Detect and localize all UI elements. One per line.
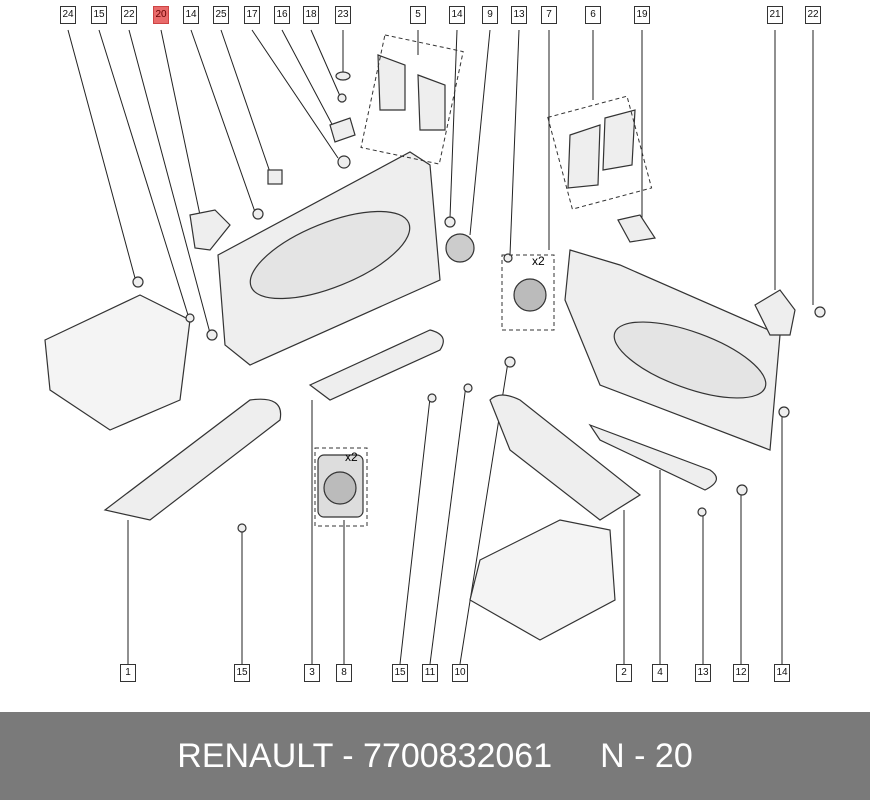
callout-13b: 13 (695, 664, 711, 682)
callout-12: 12 (733, 664, 749, 682)
callout-24: 24 (60, 6, 76, 24)
callout-6: 6 (585, 6, 601, 24)
callout-8: 8 (336, 664, 352, 682)
footer-bar: RENAULT - 7700832061 N - 20 (0, 712, 870, 800)
callout-15: 15 (91, 6, 107, 24)
callout-3: 3 (304, 664, 320, 682)
callout-5: 5 (410, 6, 426, 24)
callout-19: 19 (634, 6, 650, 24)
callout-1: 1 (120, 664, 136, 682)
callout-2: 2 (616, 664, 632, 682)
callout-17: 17 (244, 6, 260, 24)
callout-10: 10 (452, 664, 468, 682)
callout-14: 14 (183, 6, 199, 24)
quantity-x2-speaker-right: x2 (532, 254, 545, 268)
position-number: N - 20 (600, 736, 693, 775)
callout-13: 13 (511, 6, 527, 24)
callout-15c: 15 (392, 664, 408, 682)
callout-25: 25 (213, 6, 229, 24)
callout-21: 21 (767, 6, 783, 24)
callout-16: 16 (274, 6, 290, 24)
parts-diagram: 24 15 22 20 14 25 17 16 18 23 5 14 9 13 … (44, 6, 826, 682)
callout-23: 23 (335, 6, 351, 24)
callout-14c: 14 (774, 664, 790, 682)
callout-14b: 14 (449, 6, 465, 24)
part-reference: RENAULT - 7700832061 (177, 736, 553, 775)
parts-drawing (44, 29, 826, 665)
callout-22: 22 (121, 6, 137, 24)
quantity-x2-speaker-left: x2 (345, 450, 358, 464)
callout-4: 4 (652, 664, 668, 682)
callout-20-highlighted: 20 (153, 6, 169, 24)
callout-15b: 15 (234, 664, 250, 682)
callout-11: 11 (422, 664, 438, 682)
callout-22b: 22 (805, 6, 821, 24)
callout-7: 7 (541, 6, 557, 24)
callout-9: 9 (482, 6, 498, 24)
callout-18: 18 (303, 6, 319, 24)
